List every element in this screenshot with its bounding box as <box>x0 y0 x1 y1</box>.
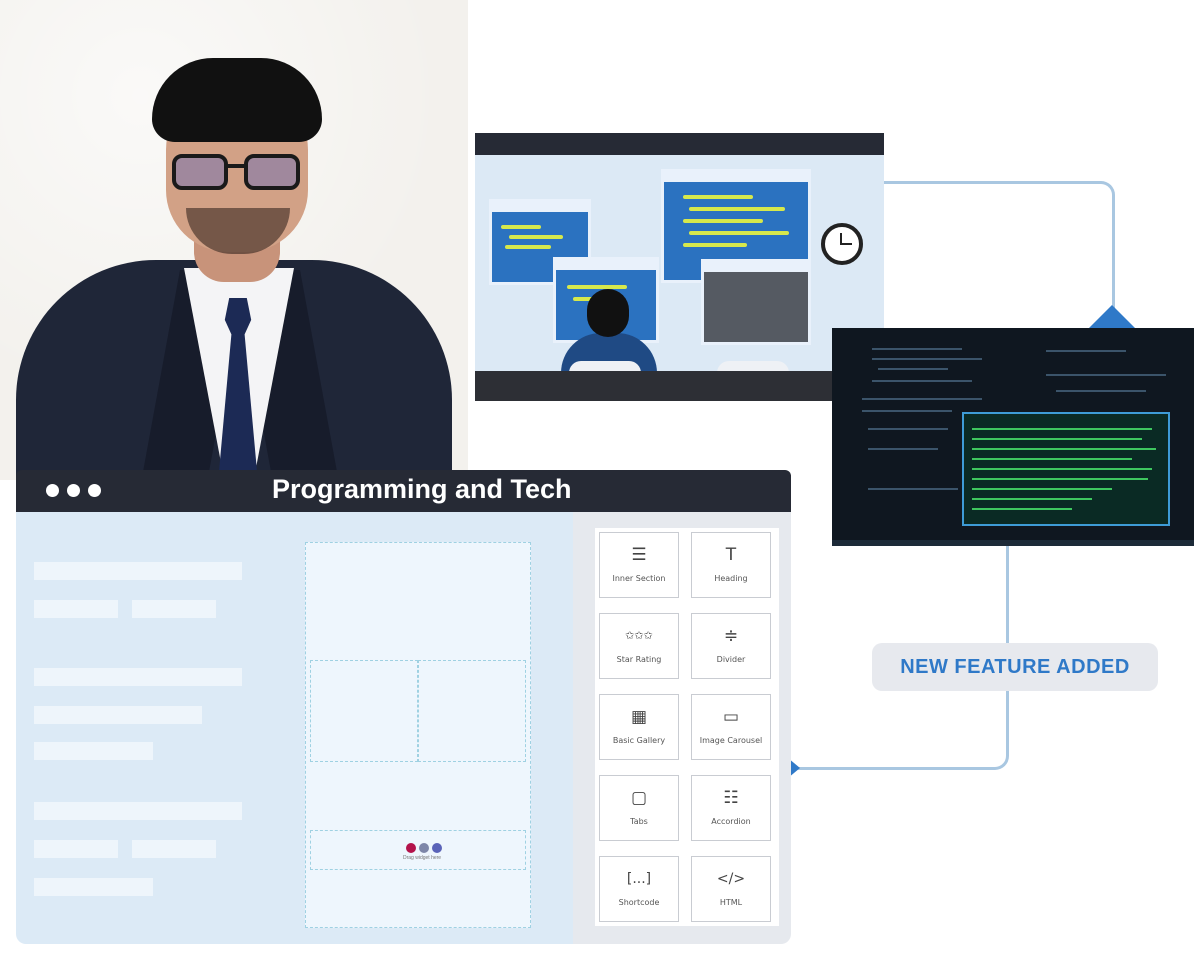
arrow-up-icon <box>1088 305 1136 329</box>
widget-label: Heading <box>714 574 748 583</box>
widget-star-rating[interactable]: ✩✩✩ Star Rating <box>599 613 679 679</box>
developer-illustration <box>475 133 884 401</box>
widget-heading[interactable]: T Heading <box>691 532 771 598</box>
window-control-dot[interactable] <box>46 484 59 497</box>
hair <box>152 58 322 142</box>
programmer-head <box>587 289 629 337</box>
widget-accordion[interactable]: ☷ Accordion <box>691 775 771 841</box>
illustration-titlebar <box>475 133 884 155</box>
carousel-icon: ▭ <box>722 707 740 727</box>
add-icon[interactable] <box>406 843 416 853</box>
monitor-icon <box>701 259 811 345</box>
widget-label: Image Carousel <box>699 736 763 745</box>
star-rating-icon: ✩✩✩ <box>625 629 653 642</box>
widget-dropzone[interactable]: Drag widget here <box>310 830 526 870</box>
widget-image-carousel[interactable]: ▭ Image Carousel <box>691 694 771 760</box>
drop-hint: Drag widget here <box>403 855 442 861</box>
widget-grid: ☰ Inner Section T Heading ✩✩✩ Star Ratin… <box>595 528 779 926</box>
terminal-output-window <box>962 412 1170 526</box>
widget-panel: ☰ Inner Section T Heading ✩✩✩ Star Ratin… <box>573 512 791 944</box>
placeholder-line <box>34 562 242 580</box>
widget-label: Divider <box>716 655 746 664</box>
placeholder-line <box>34 742 153 760</box>
widget-label: HTML <box>719 898 743 907</box>
window-titlebar: Programming and Tech <box>16 470 791 512</box>
clock-icon <box>821 223 863 265</box>
placeholder-line <box>34 706 202 724</box>
placeholder-line <box>34 802 242 820</box>
gallery-icon: ▦ <box>630 707 648 727</box>
placeholder-line <box>132 600 216 618</box>
widget-label: Tabs <box>630 817 648 826</box>
window-control-dot[interactable] <box>67 484 80 497</box>
placeholder-line <box>132 840 216 858</box>
heading-icon: T <box>725 545 737 565</box>
folder-icon[interactable] <box>419 843 429 853</box>
inner-section-icon: ☰ <box>631 545 647 565</box>
placeholder-line <box>34 668 242 686</box>
widget-divider[interactable]: ≑ Divider <box>691 613 771 679</box>
html-code-icon: </> <box>716 871 746 887</box>
tabs-icon: ▢ <box>630 788 648 808</box>
terminal-screenshot <box>832 328 1194 546</box>
widget-label: Accordion <box>711 817 751 826</box>
column-dropzone[interactable] <box>310 660 418 762</box>
accordion-icon: ☷ <box>723 788 739 808</box>
arrow-right-icon <box>788 758 800 778</box>
widget-inner-section[interactable]: ☰ Inner Section <box>599 532 679 598</box>
glasses-lens-right <box>244 154 300 190</box>
connector-line <box>884 181 1115 324</box>
widget-label: Inner Section <box>612 574 666 583</box>
column-dropzone[interactable] <box>418 660 526 762</box>
widget-shortcode[interactable]: [...] Shortcode <box>599 856 679 922</box>
glasses <box>172 154 302 194</box>
page-builder-window: Programming and Tech Drag widget here ☰ … <box>16 470 791 944</box>
template-icon[interactable] <box>432 843 442 853</box>
drop-controls <box>406 840 446 854</box>
terminal-statusbar <box>832 540 1194 546</box>
placeholder-line <box>34 840 118 858</box>
widget-html[interactable]: </> HTML <box>691 856 771 922</box>
widget-basic-gallery[interactable]: ▦ Basic Gallery <box>599 694 679 760</box>
glasses-bridge <box>226 164 246 168</box>
new-feature-badge: NEW FEATURE ADDED <box>872 643 1158 691</box>
placeholder-line <box>34 600 118 618</box>
divider-icon: ≑ <box>723 626 739 646</box>
widget-label: Basic Gallery <box>612 736 666 745</box>
widget-tabs[interactable]: ▢ Tabs <box>599 775 679 841</box>
widget-label: Star Rating <box>616 655 662 664</box>
window-title: Programming and Tech <box>272 474 572 504</box>
shortcode-icon: [...] <box>626 871 652 887</box>
desk <box>475 371 884 401</box>
placeholder-line <box>34 878 153 896</box>
glasses-lens-left <box>172 154 228 190</box>
profile-photo <box>16 40 452 480</box>
editor-canvas[interactable]: Drag widget here <box>16 512 573 944</box>
widget-label: Shortcode <box>618 898 660 907</box>
window-control-dot[interactable] <box>88 484 101 497</box>
